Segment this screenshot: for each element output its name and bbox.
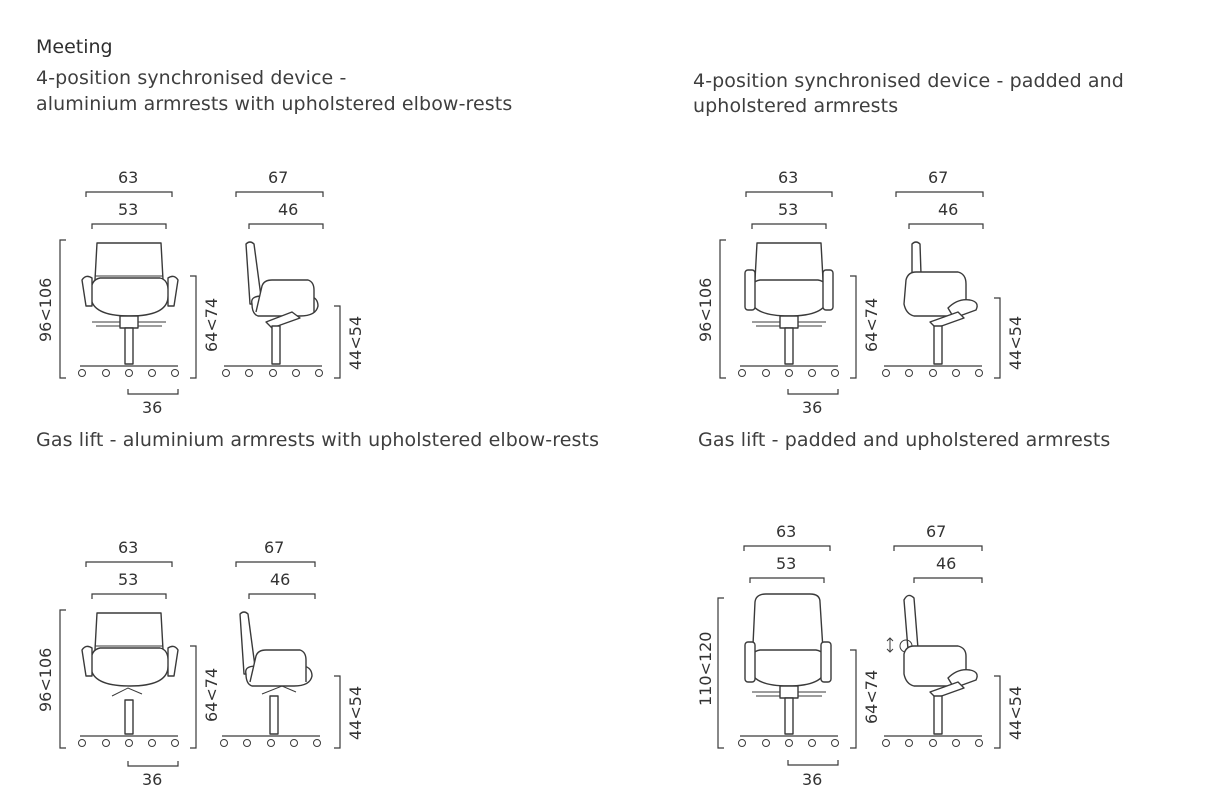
caption-b-line1: 4-position synchronised device - padded …	[693, 70, 1124, 92]
chair-side-view	[882, 594, 983, 747]
dim-seat-width: 53	[118, 200, 139, 219]
dim-seat-depth: 46	[938, 200, 959, 219]
chair-drawings	[719, 191, 1001, 395]
dim-seat-width: 53	[118, 570, 139, 589]
dim-overall-width: 63	[118, 168, 139, 187]
chair-front-view	[738, 593, 839, 747]
chair-front-view	[78, 242, 179, 377]
dim-base: 36	[142, 770, 163, 789]
dim-seat-depth: 46	[278, 200, 299, 219]
caption-a-line1: 4-position synchronised device -	[36, 67, 347, 89]
chair-side-view	[222, 241, 323, 377]
dim-seat-width: 53	[778, 200, 799, 219]
dim-overall-width: 63	[118, 538, 139, 557]
chair-front-view	[78, 612, 179, 747]
dim-overall-depth: 67	[264, 538, 285, 557]
dim-seat-depth: 46	[270, 570, 291, 589]
chair-front-view	[738, 242, 839, 377]
chair-side-view	[882, 241, 983, 377]
caption-b-line2: upholstered armrests	[693, 95, 899, 117]
dim-base: 36	[142, 398, 163, 417]
dim-base: 36	[802, 398, 823, 417]
dim-overall-depth: 67	[928, 168, 949, 187]
dim-base: 36	[802, 770, 823, 789]
chair-drawings	[717, 545, 1001, 766]
dim-seat-width: 53	[776, 554, 797, 573]
dim-overall-depth: 67	[926, 522, 947, 541]
page-heading: Meeting	[36, 36, 113, 58]
dim-overall-width: 63	[776, 522, 797, 541]
caption-a-line2: aluminium armrests with upholstered elbo…	[36, 93, 513, 115]
dim-overall-depth: 67	[268, 168, 289, 187]
caption-c: Gas lift - aluminium armrests with uphol…	[36, 429, 600, 451]
dim-overall-width: 63	[778, 168, 799, 187]
caption-d: Gas lift - padded and upholstered armres…	[698, 429, 1111, 451]
dim-seat-depth: 46	[936, 554, 957, 573]
chair-side-view	[220, 611, 321, 747]
chair-drawings	[59, 561, 341, 767]
chair-drawings	[59, 191, 341, 395]
